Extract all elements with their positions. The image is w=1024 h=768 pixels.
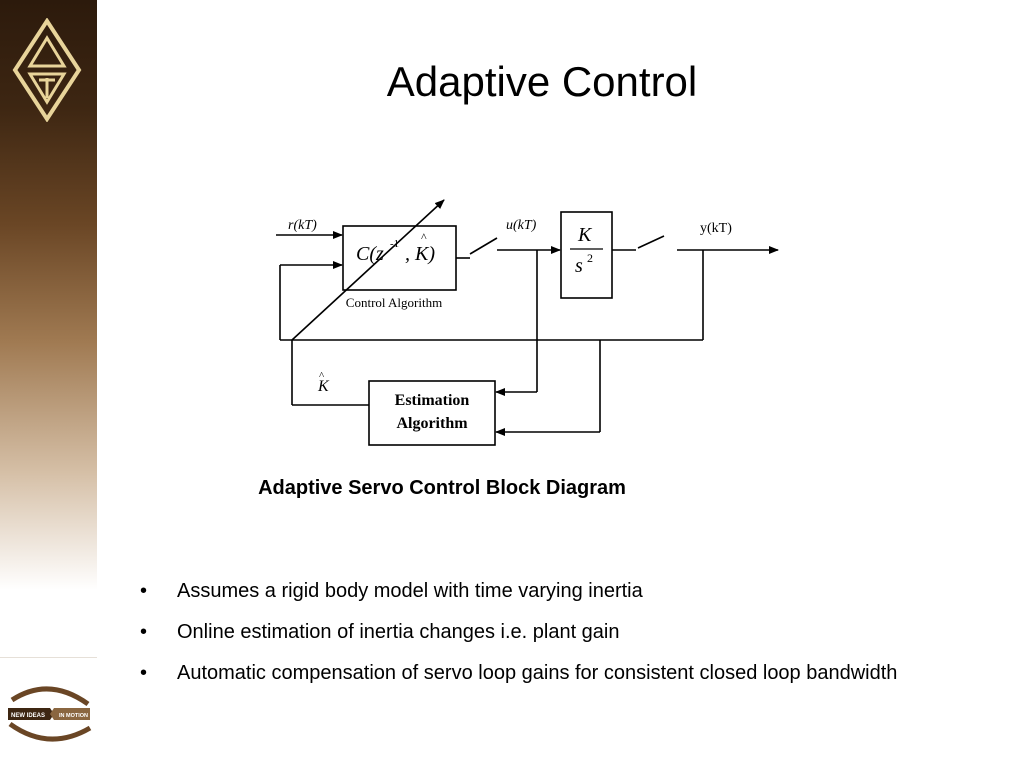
output-label: y(kT) xyxy=(700,221,732,236)
swoosh-logo-icon: NEW IDEAS IN MOTION xyxy=(8,686,92,742)
plant-exponent: 2 xyxy=(587,251,593,265)
estimation-label-line2: Algorithm xyxy=(396,415,468,432)
controller-args: , K) xyxy=(405,243,435,265)
plant-denominator: s xyxy=(575,255,583,277)
bullet-list: Assumes a rigid body model with time var… xyxy=(140,578,920,701)
control-signal-label: u(kT) xyxy=(506,218,537,233)
diamond-logo-icon xyxy=(12,18,82,122)
slide-title: Adaptive Control xyxy=(386,58,698,105)
plant-numerator: K xyxy=(577,224,593,246)
bullet-item: Online estimation of inertia changes i.e… xyxy=(140,619,920,645)
bottom-logo-right-text: IN MOTION xyxy=(59,713,88,719)
bullet-item: Automatic compensation of servo loop gai… xyxy=(140,660,920,686)
block-diagram: r(kT) u(kT) y(kT) C(z -1 , K) ^ K s 2 Co… xyxy=(276,199,779,446)
estimate-hat: ^ xyxy=(319,370,325,382)
input-label: r(kT) xyxy=(288,218,317,233)
plant-block xyxy=(560,211,613,299)
sidebar-gradient xyxy=(0,0,97,590)
controller-exponent: -1 xyxy=(390,238,399,250)
bullet-item: Assumes a rigid body model with time var… xyxy=(140,578,920,604)
diagram-caption: Adaptive Servo Control Block Diagram xyxy=(258,477,626,499)
estimation-block xyxy=(368,380,496,446)
estimate-symbol: K xyxy=(317,378,330,395)
bottom-logo-left-text: NEW IDEAS xyxy=(11,713,45,719)
sidebar-divider xyxy=(0,657,97,658)
controller-hat: ^ xyxy=(421,230,427,244)
estimation-label-line1: Estimation xyxy=(395,392,470,409)
controller-caption: Control Algorithm xyxy=(346,295,442,310)
controller-function: C(z xyxy=(356,243,384,265)
